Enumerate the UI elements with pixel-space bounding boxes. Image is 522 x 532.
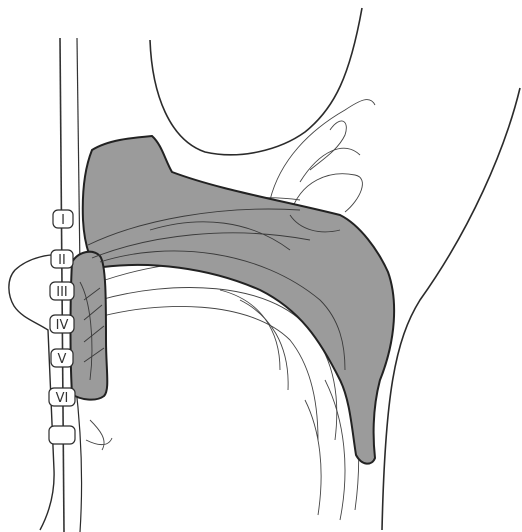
vertebra-label-v: V: [58, 352, 67, 367]
vertebra-label-iv: IV: [56, 318, 69, 333]
vertebra-label-ii: II: [58, 253, 66, 268]
skull-contour: [150, 8, 362, 155]
vertebra-label-i: I: [61, 213, 65, 228]
shaded-region-small: [71, 252, 108, 400]
right-guide-line: [77, 38, 80, 270]
shaded-region-large: [83, 136, 394, 464]
vertebra-label-vi: VI: [56, 391, 69, 406]
vertebra-label-iii: III: [56, 285, 68, 300]
vertebra-box-vii: [49, 426, 75, 444]
outer-contour: [382, 88, 520, 530]
bone-outline-right: [75, 380, 82, 532]
